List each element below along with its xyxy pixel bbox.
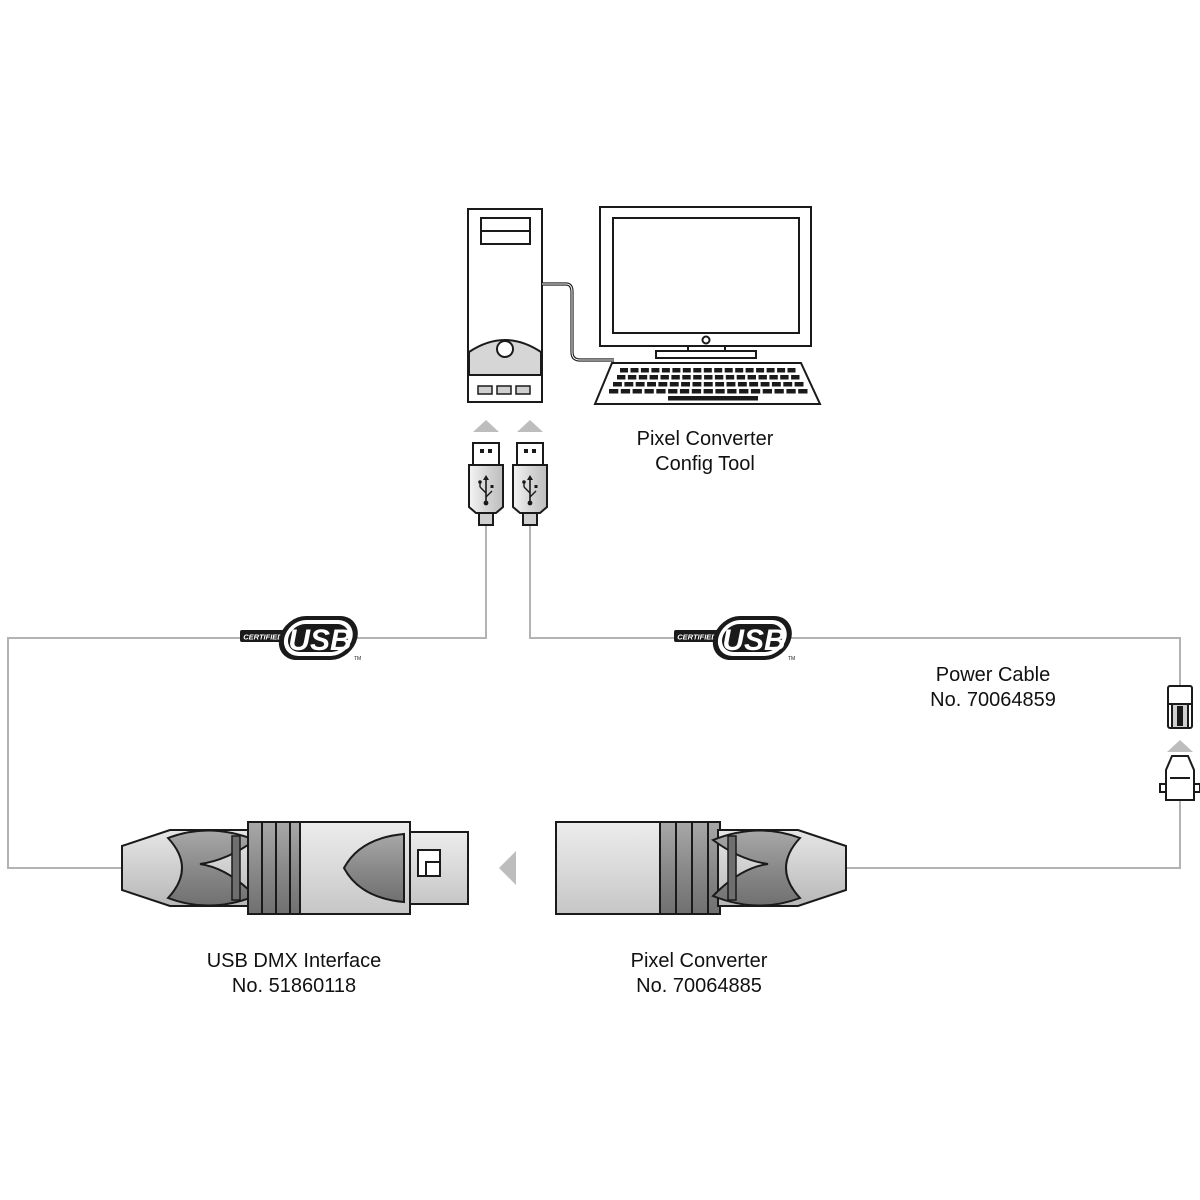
keyboard-key	[780, 375, 789, 380]
keyboard-key	[658, 382, 668, 387]
keyboard-key	[617, 375, 626, 380]
power-connector-icon	[1159, 755, 1200, 801]
keyboard-key	[794, 382, 804, 387]
keyboard-key	[668, 389, 678, 394]
keyboard-key	[644, 389, 654, 394]
keyboard-key	[672, 368, 681, 373]
usb-plug-icon	[512, 442, 548, 526]
xlr-connector-icon	[555, 821, 847, 915]
keyboard-key	[638, 375, 648, 380]
keyboard-key	[620, 389, 631, 394]
keyboard-key	[714, 375, 724, 380]
svg-text:USB: USB	[288, 624, 351, 657]
usb-dmx-interface-label: USB DMX Interface No. 51860118	[206, 950, 382, 997]
pixel-converter-label: Pixel Converter No. 70064885	[630, 950, 768, 997]
keyboard-key	[682, 375, 691, 380]
keyboard-key	[727, 389, 737, 394]
power-connector-icon	[1167, 685, 1193, 729]
keyboard-key	[691, 389, 702, 394]
keyboard-key	[736, 375, 746, 380]
keyboard-key	[647, 382, 656, 387]
keyboard-key	[661, 368, 670, 373]
keyboard-key	[791, 375, 800, 380]
keyboard-key	[640, 368, 649, 373]
svg-text:TM: TM	[788, 656, 795, 662]
keyboard-key	[656, 389, 666, 394]
keyboard-key	[739, 389, 749, 394]
keyboard-key	[715, 382, 725, 387]
keyboard-key	[620, 368, 628, 373]
keyboard-key	[715, 389, 725, 394]
keyboard-key	[774, 389, 784, 394]
keyboard-key	[693, 375, 702, 380]
keyboard-key	[766, 368, 775, 373]
keyboard-key	[624, 382, 634, 387]
keyboard-key	[679, 389, 690, 394]
keyboard-key	[786, 389, 796, 394]
svg-text:USB: USB	[722, 624, 785, 657]
cables	[7, 522, 1181, 869]
keyboard-icon	[593, 362, 822, 405]
monitor-icon	[599, 206, 812, 359]
keyboard-key	[660, 375, 669, 380]
usb-plug-icon	[468, 442, 504, 526]
keyboard-key	[682, 368, 691, 373]
keyboard-key	[630, 368, 639, 373]
usb-cable-dmx-interface	[7, 522, 487, 869]
up-arrow-icon	[473, 420, 499, 432]
keyboard-key	[649, 375, 658, 380]
power-cable	[846, 800, 1181, 869]
keyboard-key	[692, 382, 702, 387]
keyboard-key	[745, 368, 754, 373]
config-tool-label: Pixel Converter Config Tool	[636, 428, 774, 475]
keyboard-key	[651, 368, 660, 373]
keyboard-key	[756, 368, 765, 373]
keyboard-key	[704, 375, 713, 380]
keyboard-key	[632, 389, 642, 394]
keyboard-key	[777, 368, 786, 373]
keyboard-key	[726, 382, 736, 387]
keyboard-key	[671, 375, 680, 380]
keyboard-key	[750, 389, 761, 394]
keyboard-key	[735, 368, 744, 373]
keyboard-key	[724, 368, 733, 373]
keyboard-key	[693, 368, 702, 373]
keyboard-key	[669, 382, 679, 387]
usb-certified-logo: CERTIFIED USB TM	[674, 616, 795, 662]
up-arrow-icon	[517, 420, 543, 432]
keyboard-key	[758, 375, 767, 380]
svg-text:TM: TM	[354, 656, 361, 662]
keyboard-key	[714, 368, 723, 373]
keyboard-key	[681, 382, 690, 387]
keyboard-key	[627, 375, 637, 380]
power-cable-label: Power Cable No. 70064859	[930, 664, 1056, 711]
keyboard-key	[787, 368, 796, 373]
keyboard-key	[762, 389, 772, 394]
keyboard-key	[769, 375, 778, 380]
usb-certified-logo: CERTIFIED USB TM	[240, 616, 361, 662]
keyboard-key	[737, 382, 747, 387]
keyboard-key	[609, 389, 619, 394]
keyboard-key	[747, 375, 756, 380]
keyboard-key	[749, 382, 759, 387]
svg-text:CERTIFIED: CERTIFIED	[677, 633, 717, 642]
xlr-connector-icon	[121, 821, 469, 915]
keyboard-key	[703, 389, 713, 394]
keyboard-key	[703, 382, 713, 387]
left-arrow-icon	[499, 851, 516, 885]
keyboard-key	[725, 375, 735, 380]
pc-tower-icon	[467, 208, 543, 403]
keyboard-key	[703, 368, 712, 373]
svg-text:CERTIFIED: CERTIFIED	[243, 633, 283, 642]
keyboard-key	[798, 389, 808, 394]
keyboard-key	[760, 382, 770, 387]
keyboard-key	[771, 382, 781, 387]
usb-cable-pixel-converter	[529, 522, 1181, 686]
up-arrow-icon	[1167, 740, 1193, 752]
keyboard-key	[613, 382, 622, 387]
keyboard-key	[635, 382, 645, 387]
keyboard-spacebar	[668, 396, 758, 401]
keyboard-key	[783, 382, 793, 387]
